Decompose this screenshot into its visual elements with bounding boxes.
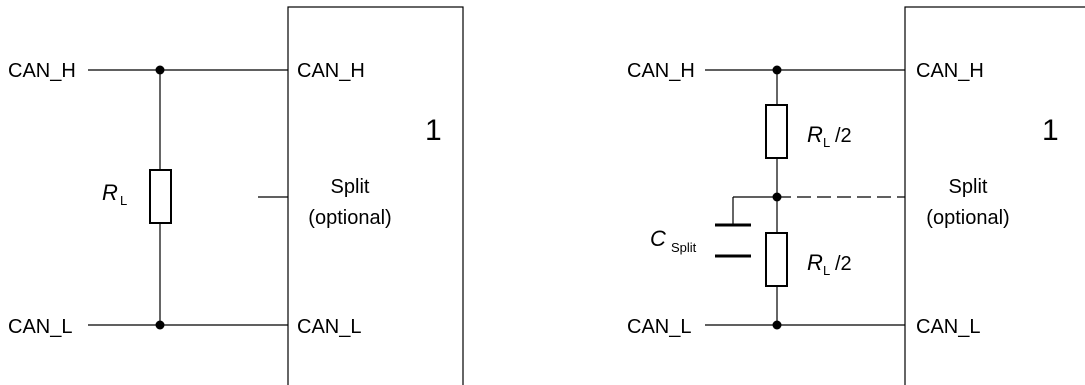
can-l-label-left: CAN_L <box>8 316 72 338</box>
cap-symbol: C <box>650 226 666 251</box>
ecu-can-l-label-right: CAN_L <box>916 316 980 338</box>
cap-subscript: Split <box>671 240 697 255</box>
r-top-suffix: /2 <box>835 125 852 147</box>
r-top-symbol: R <box>807 122 823 147</box>
ecu-number-left: 1 <box>425 114 442 147</box>
optional-label-right: (optional) <box>926 207 1009 229</box>
can-h-label-right: CAN_H <box>627 60 695 82</box>
split-termination: CAN_H CAN_L CAN_H CAN_L 1 Split (optiona… <box>627 6 1085 385</box>
optional-label-left: (optional) <box>308 207 391 229</box>
resistor-symbol-left: R <box>102 180 118 205</box>
ecu-can-l-label-left: CAN_L <box>297 316 361 338</box>
split-label-right: Split <box>949 176 988 198</box>
r-bot-suffix: /2 <box>835 253 852 275</box>
termination-resistor-top-right <box>765 104 788 159</box>
can-l-label-right: CAN_L <box>627 316 691 338</box>
split-label-left: Split <box>331 176 370 198</box>
can-h-label-left: CAN_H <box>8 60 76 82</box>
termination-resistor-bottom-right <box>765 232 788 287</box>
ecu-can-h-label-right: CAN_H <box>916 60 984 82</box>
r-bot-symbol: R <box>807 250 823 275</box>
resistor-subscript-left: L <box>120 193 127 208</box>
ecu-number-right: 1 <box>1042 114 1059 147</box>
r-bot-subscript: L <box>823 263 830 278</box>
r-top-subscript: L <box>823 135 830 150</box>
termination-resistor-left <box>149 169 172 224</box>
standard-termination: CAN_H CAN_L CAN_H CAN_L 1 Split (optiona… <box>8 6 464 385</box>
ecu-can-h-label-left: CAN_H <box>297 60 365 82</box>
